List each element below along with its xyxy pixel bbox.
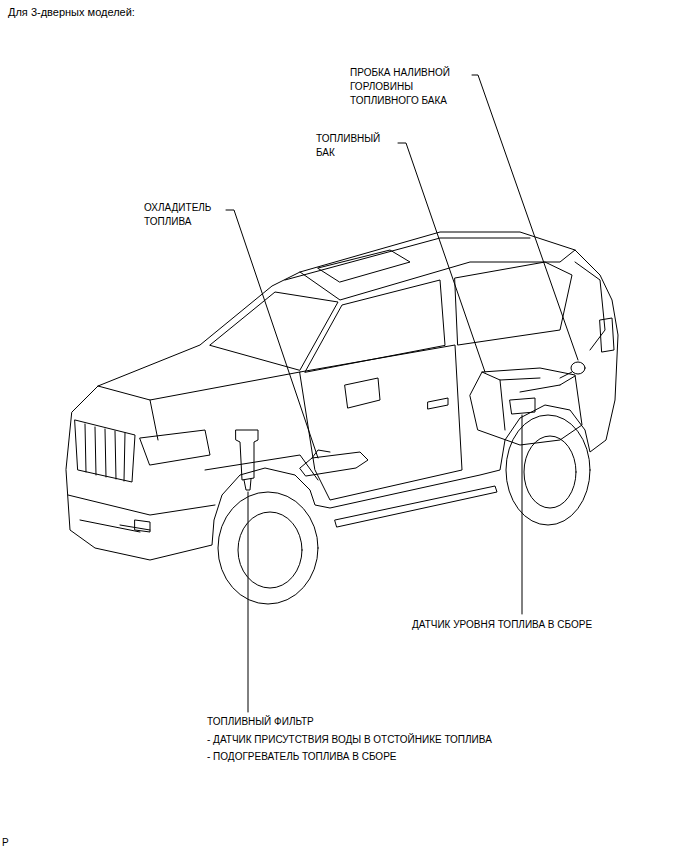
door-handle xyxy=(428,398,448,409)
body-outline xyxy=(66,232,618,560)
headlight xyxy=(140,430,210,465)
leader-line xyxy=(248,492,249,712)
roof-rail xyxy=(285,238,530,280)
side-step xyxy=(335,486,497,527)
figure-code: P xyxy=(2,836,9,850)
fuel-cooler xyxy=(300,450,368,476)
sub-part-label: - ПОДОГРЕВАТЕЛЬ ТОПЛИВА В СБОРЕ xyxy=(207,750,396,764)
bumper xyxy=(68,495,215,532)
side-window xyxy=(455,262,572,345)
sunroof xyxy=(318,250,410,282)
roof-line xyxy=(300,250,575,300)
windshield xyxy=(210,292,338,370)
fuel-gauge-sender xyxy=(510,398,535,414)
filler-pipe xyxy=(560,372,575,385)
door xyxy=(300,345,462,500)
leader-line xyxy=(472,75,578,360)
part-label: ОХЛАДИТЕЛЬ ТОПЛИВА xyxy=(144,201,226,229)
leader-line xyxy=(522,415,523,614)
part-label: ТОПЛИВНЫЙ ФИЛЬТР xyxy=(207,715,314,729)
rear-wheel-rim xyxy=(524,436,576,508)
grille xyxy=(75,420,135,482)
part-label: ТОПЛИВНЫЙ БАК xyxy=(316,132,388,160)
fog-lamp xyxy=(135,520,150,532)
part-label: ПРОБКА НАЛИВНОЙ ГОРЛОВИНЫ ТОПЛИВНОГО БАК… xyxy=(350,66,470,108)
rear-wheel xyxy=(506,415,590,525)
fuel-tank-cap xyxy=(571,362,585,374)
rear-lamp xyxy=(600,318,614,352)
leader-line xyxy=(398,143,485,372)
leader-line xyxy=(226,210,318,458)
side-window xyxy=(305,280,445,372)
fuel-filter xyxy=(236,430,258,490)
rear-pillar xyxy=(575,262,605,350)
fuel-tank xyxy=(470,368,582,445)
hood xyxy=(98,372,300,440)
part-label: ДАТЧИК УРОВНЯ ТОПЛИВА В СБОРЕ xyxy=(412,618,592,632)
mirror xyxy=(345,378,380,408)
sub-part-label: - ДАТЧИК ПРИСУТСТВИЯ ВОДЫ В ОТСТОЙНИКЕ Т… xyxy=(207,733,492,747)
front-wheel xyxy=(218,492,318,604)
figure-title: Для 3-дверных моделей: xyxy=(8,5,135,19)
